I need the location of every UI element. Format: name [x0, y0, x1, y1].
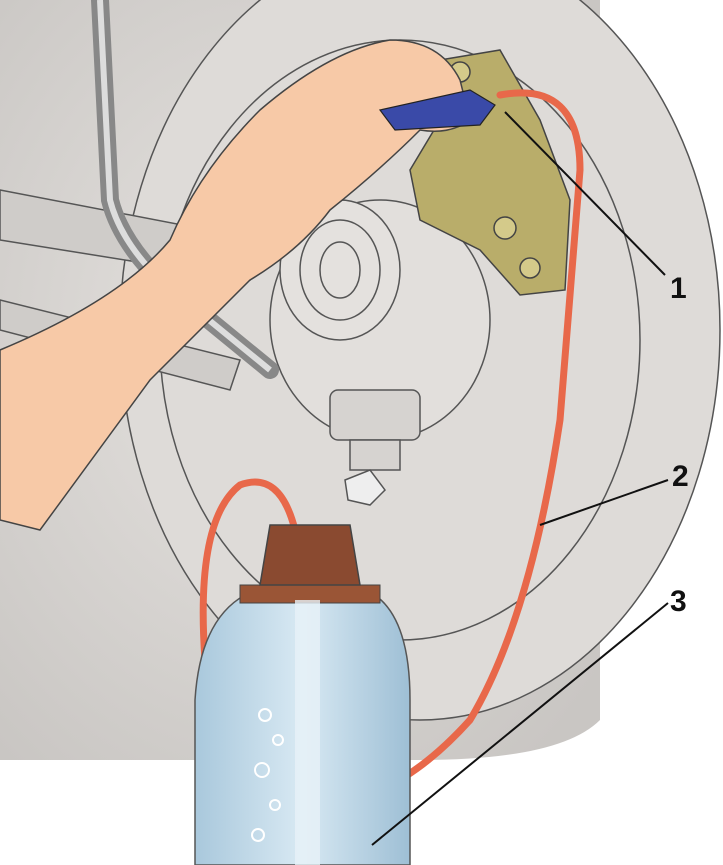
- leader-line-1: [504, 111, 666, 276]
- hand: [0, 39, 471, 531]
- callout-2: 2: [672, 460, 689, 493]
- leader-lines: [371, 111, 669, 846]
- fluid-container: [194, 524, 411, 865]
- callout-3: 3: [670, 585, 687, 618]
- bleeder-wrench: [378, 89, 496, 131]
- leader-line-3: [371, 602, 669, 846]
- leader-line-2: [539, 479, 669, 526]
- ball-joint: [329, 389, 421, 506]
- drive-shaft-boot: [279, 199, 401, 341]
- callout-1: 1: [670, 272, 687, 305]
